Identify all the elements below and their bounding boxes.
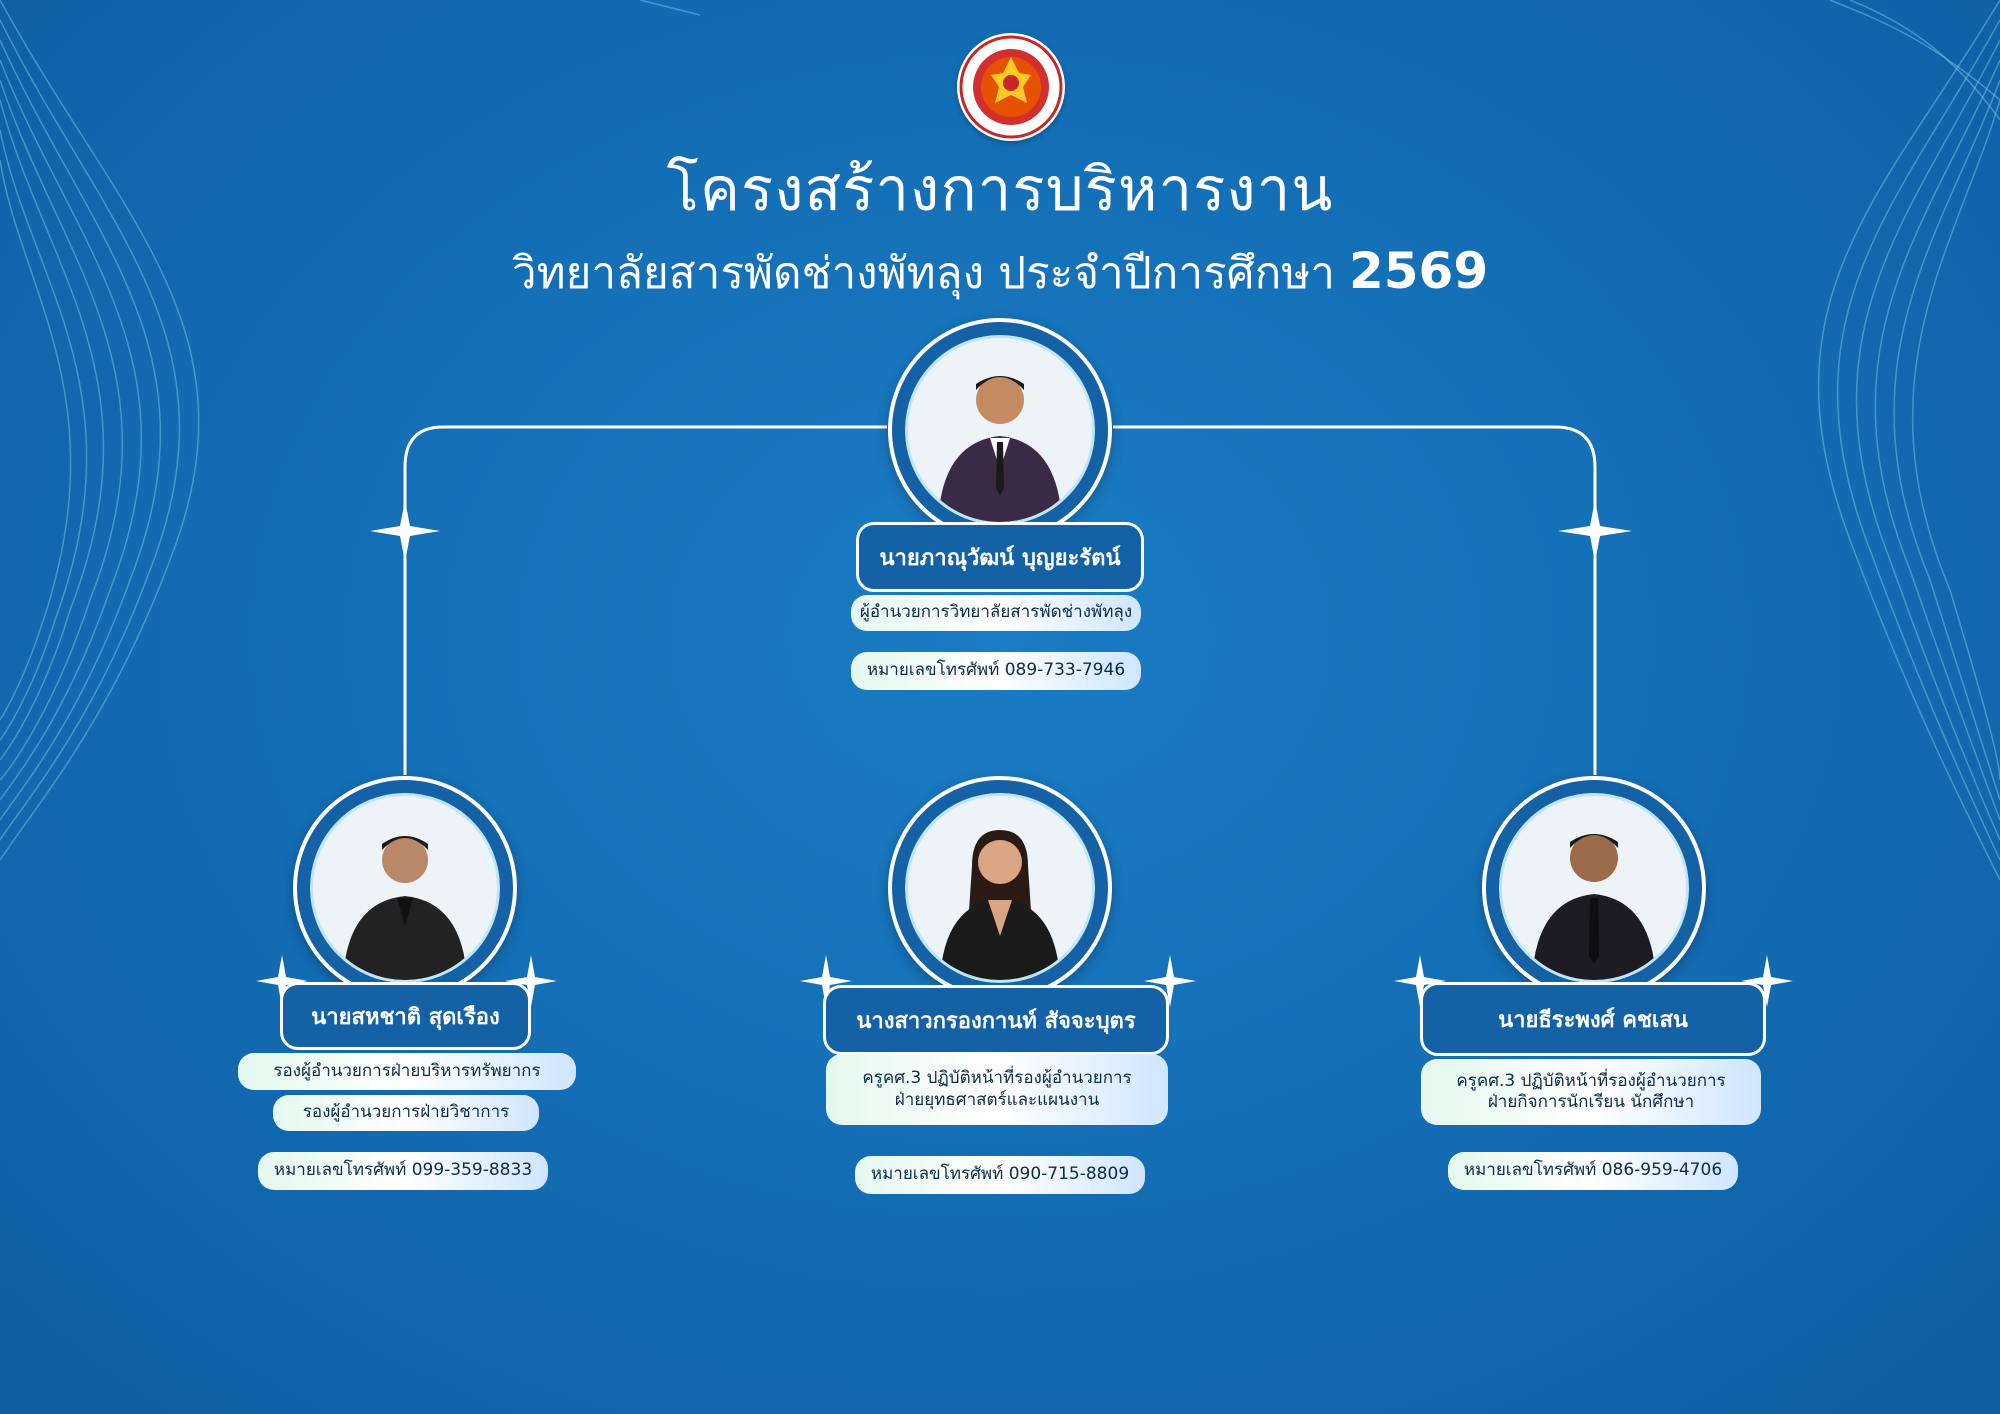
- deputy-right-photo: [1499, 793, 1689, 983]
- deputy-left-position-2-text: รองผู้อำนวยการฝ่ายวิชาการ: [302, 1102, 510, 1123]
- deputy-right-name: นายธีระพงศ์ คชเสน: [1498, 1007, 1688, 1033]
- deputy-right-position-line2: ฝ่ายกิจการนักเรียน นักศึกษา: [1487, 1092, 1695, 1112]
- subtitle-text: วิทยาลัยสารพัดช่างพัทลุง ประจำปีการศึกษา: [511, 248, 1335, 299]
- deputy-center-position-line2: ฝ่ายยุทธศาสตร์และแผนงาน: [894, 1089, 1100, 1110]
- deputy-left-name: นายสหชาติ สุดเรือง: [311, 1004, 500, 1030]
- director-position: ผู้อำนวยการวิทยาลัยสารพัดช่างพัทลุง: [851, 595, 1141, 631]
- deputy-left-photo: [310, 793, 500, 983]
- deputy-center-photo: [905, 793, 1095, 983]
- right-wave-lines: [639, 0, 2000, 881]
- deputy-right-phone: หมายเลขโทรศัพท์ 086-959-4706: [1448, 1152, 1738, 1190]
- director-phone-text: หมายเลขโทรศัพท์ 089-733-7946: [866, 660, 1126, 681]
- director-portrait: [888, 318, 1112, 542]
- deputy-left-position-1: รองผู้อำนวยการฝ่ายบริหารทรัพยากร: [238, 1053, 576, 1090]
- director-name: นายภาณุวัฒน์ บุญยะรัตน์: [879, 545, 1121, 571]
- deputy-center-name: นางสาวกรองกานท์ สัจจะบุตร: [856, 1008, 1136, 1034]
- academic-year: 2569: [1348, 242, 1489, 300]
- person-icon: [343, 836, 467, 980]
- deputy-right-portrait: [1482, 776, 1706, 1000]
- deputy-right-position-line1: ครูคศ.3 ปฏิบัติหน้าที่รองผู้อำนวยการ: [1456, 1070, 1726, 1091]
- deputy-left-portrait: [293, 776, 517, 1000]
- deputy-center-position: ครูคศ.3 ปฏิบัติหน้าที่รองผู้อำนวยการ ฝ่า…: [826, 1054, 1168, 1125]
- deputy-left-phone-text: หมายเลขโทรศัพท์ 099-359-8833: [273, 1160, 533, 1181]
- deputy-center-phone: หมายเลขโทรศัพท์ 090-715-8809: [855, 1156, 1145, 1194]
- deputy-left-position-1-text: รองผู้อำนวยการฝ่ายบริหารทรัพยากร: [273, 1060, 541, 1081]
- deputy-center-name-box: นางสาวกรองกานท์ สัจจะบุตร: [823, 985, 1169, 1055]
- deputy-center-portrait: [888, 776, 1112, 1000]
- person-icon: [940, 830, 1060, 980]
- emblem-icon: [959, 35, 1063, 139]
- deputy-center-phone-text: หมายเลขโทรศัพท์ 090-715-8809: [870, 1164, 1130, 1185]
- deputy-right-position: ครูคศ.3 ปฏิบัติหน้าที่รองผู้อำนวยการ ฝ่า…: [1421, 1059, 1761, 1125]
- director-photo: [905, 335, 1095, 525]
- deputy-right-name-box: นายธีระพงศ์ คชเสน: [1420, 982, 1766, 1056]
- person-icon: [938, 376, 1062, 522]
- page-subtitle: วิทยาลัยสารพัดช่างพัทลุง ประจำปีการศึกษา…: [0, 238, 2000, 308]
- connector-lines: [403, 425, 1597, 775]
- deputy-right-phone-text: หมายเลขโทรศัพท์ 086-959-4706: [1463, 1160, 1723, 1181]
- sparkles: [256, 500, 1793, 1007]
- director-phone: หมายเลขโทรศัพท์ 089-733-7946: [851, 652, 1141, 690]
- page-title: โครงสร้างการบริหารงาน: [666, 155, 1334, 225]
- left-wave-lines: [0, 0, 200, 861]
- deputy-left-name-box: นายสหชาติ สุดเรือง: [280, 982, 531, 1050]
- college-logo: [957, 33, 1065, 141]
- deputy-left-phone: หมายเลขโทรศัพท์ 099-359-8833: [258, 1152, 548, 1190]
- director-name-box: นายภาณุวัฒน์ บุญยะรัตน์: [856, 522, 1144, 592]
- deputy-left-position-2: รองผู้อำนวยการฝ่ายวิชาการ: [273, 1095, 539, 1131]
- person-icon: [1532, 834, 1656, 980]
- deputy-center-position-line1: ครูคศ.3 ปฏิบัติหน้าที่รองผู้อำนวยการ: [862, 1068, 1132, 1089]
- director-position-text: ผู้อำนวยการวิทยาลัยสารพัดช่างพัทลุง: [859, 602, 1133, 623]
